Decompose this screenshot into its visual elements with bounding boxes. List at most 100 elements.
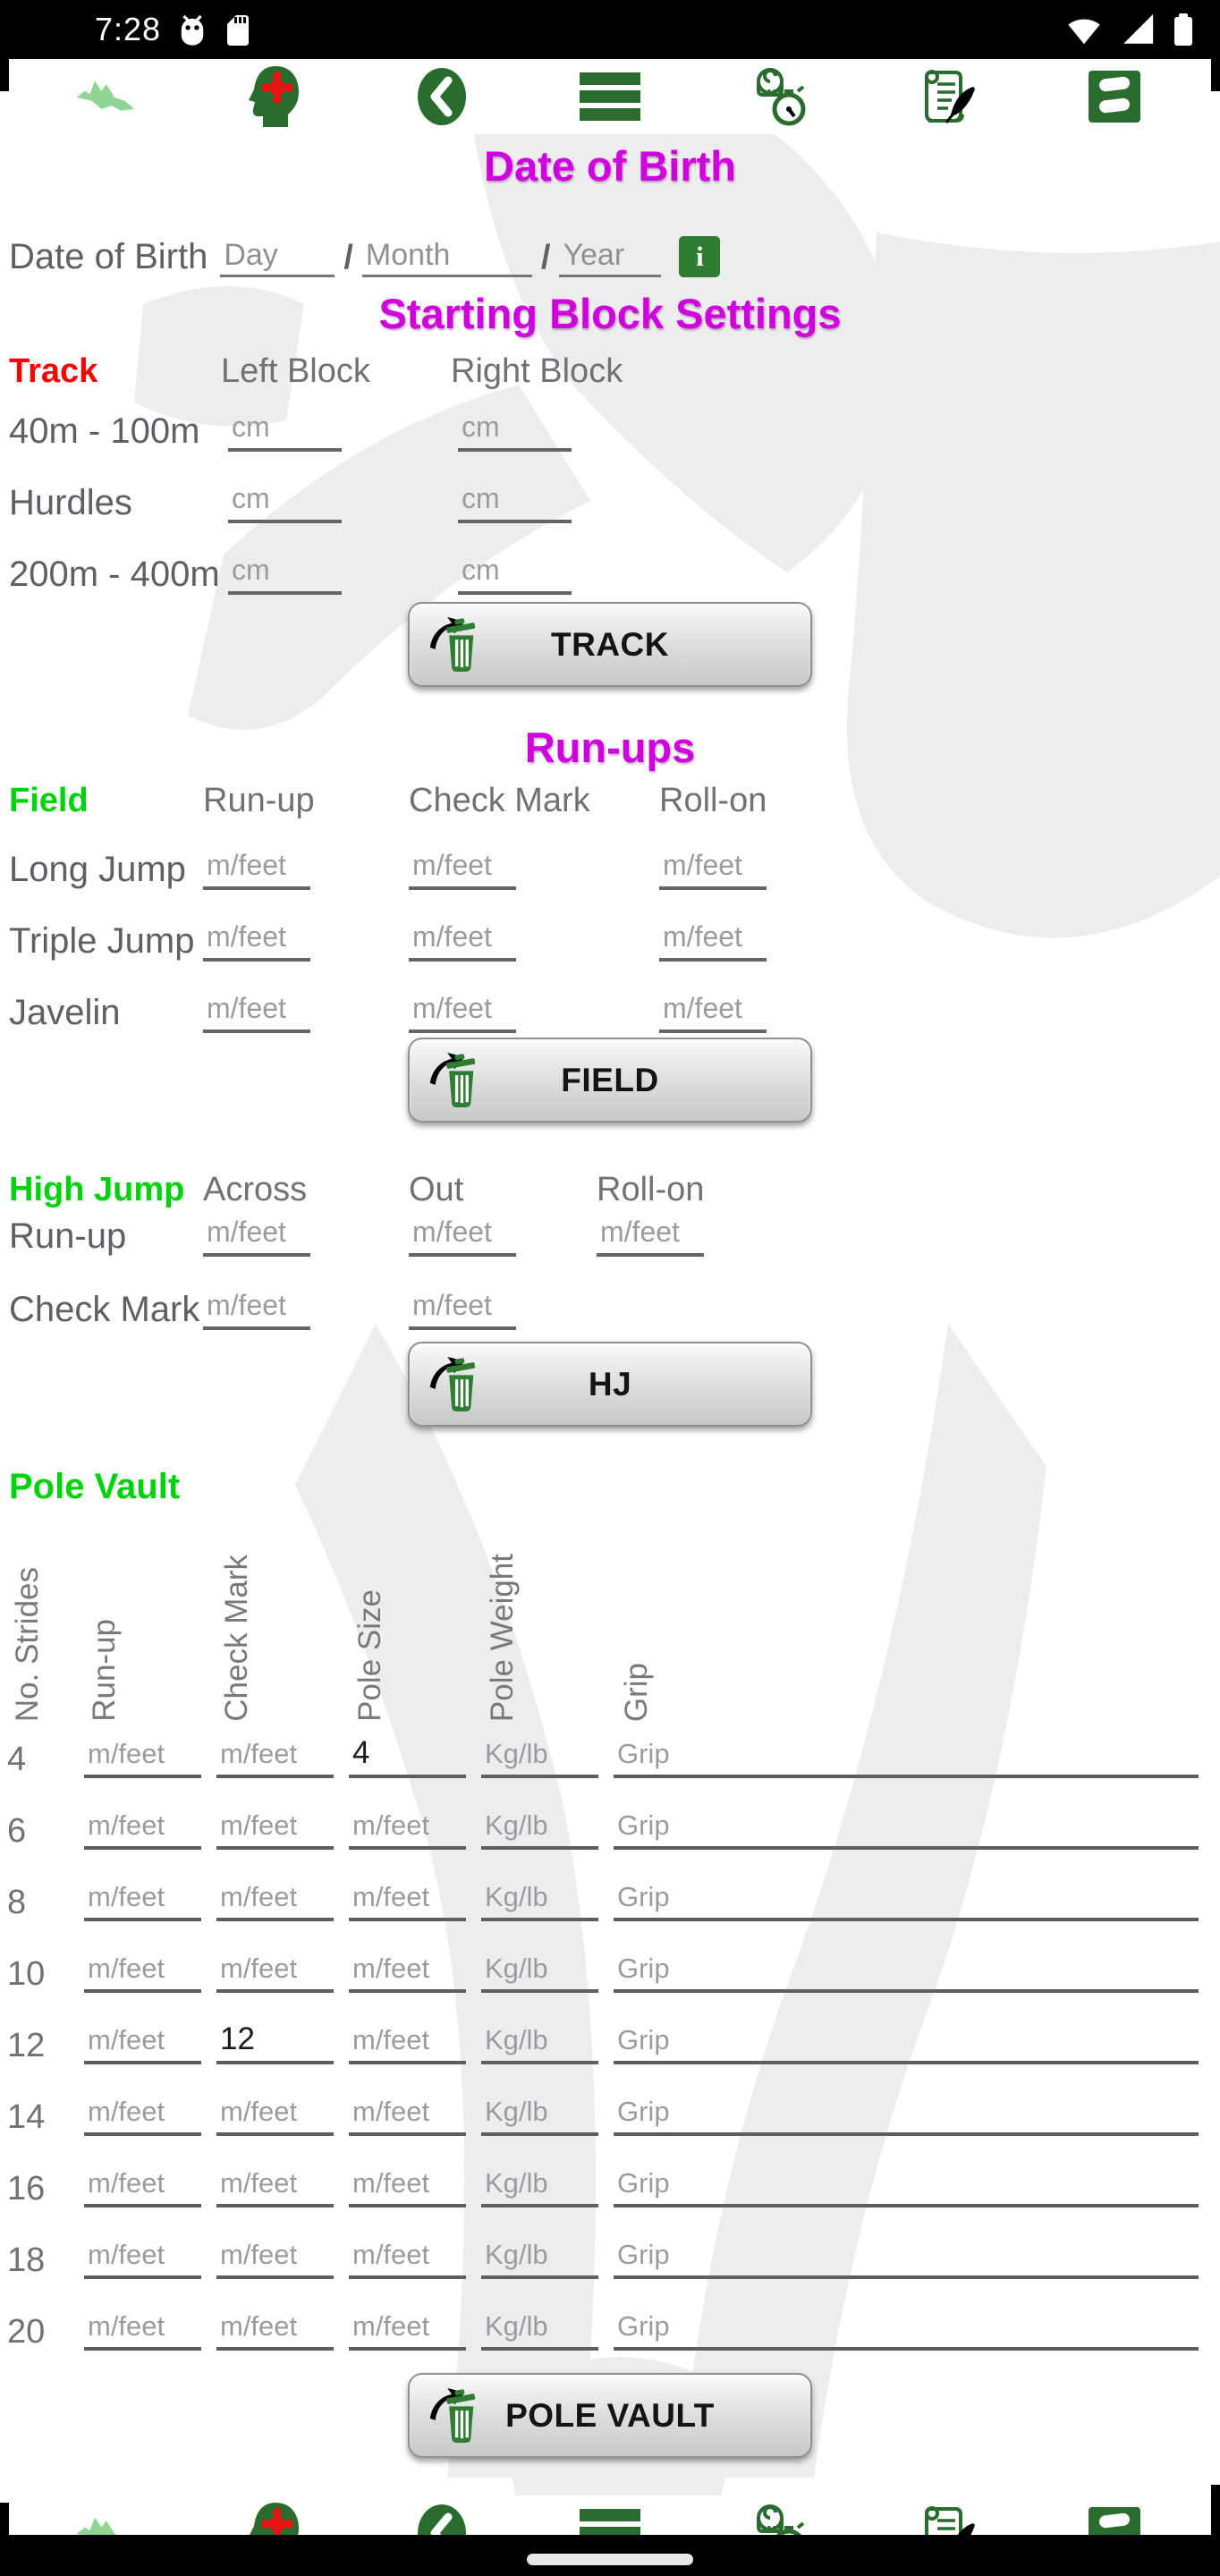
home-pill[interactable] (527, 2553, 693, 2565)
checkmark-input[interactable]: m/feet (409, 850, 516, 890)
runup-input[interactable]: m/feet (203, 850, 310, 890)
pole-size-input[interactable]: m/feet (349, 1882, 466, 1921)
clear-field-button[interactable]: FIELD (408, 1038, 812, 1123)
field-row: Javelin m/feet m/feet m/feet (0, 988, 1220, 1033)
dob-year-input[interactable]: Year (559, 239, 662, 277)
out-input[interactable]: m/feet (409, 1216, 516, 1257)
menu-icon[interactable] (578, 65, 642, 128)
grip-input[interactable]: Grip (614, 2025, 1199, 2064)
check-mark-input[interactable]: m/feet (216, 1810, 334, 1850)
clear-track-button[interactable]: TRACK (408, 602, 812, 687)
trash-icon (426, 1050, 481, 1109)
check-mark-input[interactable]: m/feet (216, 1953, 334, 1993)
run-up-input[interactable]: m/feet (84, 2168, 201, 2207)
info-icon[interactable]: i (679, 236, 721, 277)
input-placeholder: Kg/lb (485, 2167, 548, 2199)
run-up-input[interactable]: m/feet (84, 1882, 201, 1921)
check-mark-input[interactable]: m/feet (216, 2311, 334, 2351)
high-jump-row: Check Mark m/feet m/feet (0, 1285, 1220, 1330)
rollon-input[interactable]: m/feet (659, 921, 767, 962)
check-mark-input[interactable]: m/feet (216, 2097, 334, 2136)
run-up-input[interactable]: m/feet (84, 2240, 201, 2279)
pole-weight-input[interactable]: Kg/lb (481, 2311, 598, 2351)
check-mark-input[interactable]: m/feet (216, 1882, 334, 1921)
pole-size-input[interactable]: 4 (349, 1737, 466, 1778)
clear-pole-vault-button[interactable]: POLE VAULT (408, 2373, 812, 2458)
grip-input[interactable]: Grip (614, 1810, 1199, 1850)
row-label: Long Jump (9, 850, 186, 889)
check-mark-input[interactable]: m/feet (216, 2240, 334, 2279)
runup-input[interactable]: m/feet (203, 993, 310, 1033)
right-block-input[interactable]: cm (458, 555, 572, 595)
dob-day-input[interactable]: Day (220, 239, 335, 277)
android-nav-bar (0, 2535, 1220, 2576)
run-up-input[interactable]: m/feet (84, 2311, 201, 2351)
clear-hj-button[interactable]: HJ (408, 1342, 812, 1427)
measure-stopwatch-icon[interactable] (746, 65, 810, 128)
pole-weight-input[interactable]: Kg/lb (481, 2168, 598, 2207)
pole-weight-input[interactable]: Kg/lb (481, 1882, 598, 1921)
row-label: 200m - 400m (9, 555, 220, 594)
check-mark-input[interactable]: m/feet (216, 1739, 334, 1778)
run-up-input[interactable]: m/feet (84, 2025, 201, 2064)
check-mark-input[interactable]: m/feet (216, 2168, 334, 2207)
grip-input[interactable]: Grip (614, 2097, 1199, 2136)
pole-size-input[interactable]: m/feet (349, 2097, 466, 2136)
pole-weight-input[interactable]: Kg/lb (481, 2240, 598, 2279)
run-up-input[interactable]: m/feet (84, 1810, 201, 1850)
pole-size-input[interactable]: m/feet (349, 2168, 466, 2207)
sd-card-icon (224, 12, 250, 47)
grip-input[interactable]: Grip (614, 2168, 1199, 2207)
rollon-input[interactable]: m/feet (597, 1216, 704, 1257)
pole-weight-input[interactable]: Kg/lb (481, 1810, 598, 1850)
pole-size-input[interactable]: m/feet (349, 2025, 466, 2064)
run-up-input[interactable]: m/feet (84, 1739, 201, 1778)
head-puzzle-icon[interactable] (241, 65, 306, 128)
check-mark-input[interactable]: 12 (216, 2023, 334, 2064)
input-placeholder: Grip (617, 1809, 670, 1841)
grip-input[interactable]: Grip (614, 1953, 1199, 1993)
panels-icon[interactable] (1082, 65, 1147, 128)
pole-size-input[interactable]: m/feet (349, 1810, 466, 1850)
grip-input[interactable]: Grip (614, 1882, 1199, 1921)
pole-weight-input[interactable]: Kg/lb (481, 2025, 598, 2064)
grip-input[interactable]: Grip (614, 2311, 1199, 2351)
right-block-input[interactable]: cm (458, 411, 572, 452)
scroll-quill-icon[interactable] (914, 65, 979, 128)
out-input[interactable]: m/feet (409, 1290, 516, 1330)
pole-weight-input[interactable]: Kg/lb (481, 1953, 598, 1993)
rollon-input[interactable]: m/feet (659, 993, 767, 1033)
field-row: Triple Jump m/feet m/feet m/feet (0, 917, 1220, 962)
pole-size-input[interactable]: m/feet (349, 1953, 466, 1993)
button-label: HJ (588, 1365, 632, 1402)
checkmark-input[interactable]: m/feet (409, 993, 516, 1033)
back-icon[interactable] (410, 65, 474, 128)
run-up-input[interactable]: m/feet (84, 2097, 201, 2136)
runup-input[interactable]: m/feet (203, 921, 310, 962)
pole-size-input[interactable]: m/feet (349, 2311, 466, 2351)
left-block-input[interactable]: cm (228, 411, 342, 452)
trash-icon (426, 614, 481, 674)
input-placeholder: Kg/lb (485, 2239, 548, 2270)
left-block-input[interactable]: cm (228, 555, 342, 595)
pole-weight-input[interactable]: Kg/lb (481, 1739, 598, 1778)
input-placeholder: Grip (617, 1953, 670, 1984)
pole-size-input[interactable]: m/feet (349, 2240, 466, 2279)
dob-month-input[interactable]: Month (361, 239, 532, 277)
left-block-input[interactable]: cm (228, 483, 342, 523)
right-block-input[interactable]: cm (458, 483, 572, 523)
run-up-input[interactable]: m/feet (84, 1953, 201, 1993)
grip-input[interactable]: Grip (614, 1739, 1199, 1778)
input-placeholder: m/feet (663, 992, 742, 1024)
button-label: TRACK (551, 625, 669, 663)
rollon-input[interactable]: m/feet (659, 850, 767, 890)
pole-weight-input[interactable]: Kg/lb (481, 2097, 598, 2136)
across-input[interactable]: m/feet (203, 1216, 310, 1257)
grip-input[interactable]: Grip (614, 2240, 1199, 2279)
across-input[interactable]: m/feet (203, 1290, 310, 1330)
checkmark-input[interactable]: m/feet (409, 921, 516, 962)
rollon-header: Roll-on (597, 1171, 705, 1208)
athlete-logo-icon[interactable] (73, 65, 138, 128)
